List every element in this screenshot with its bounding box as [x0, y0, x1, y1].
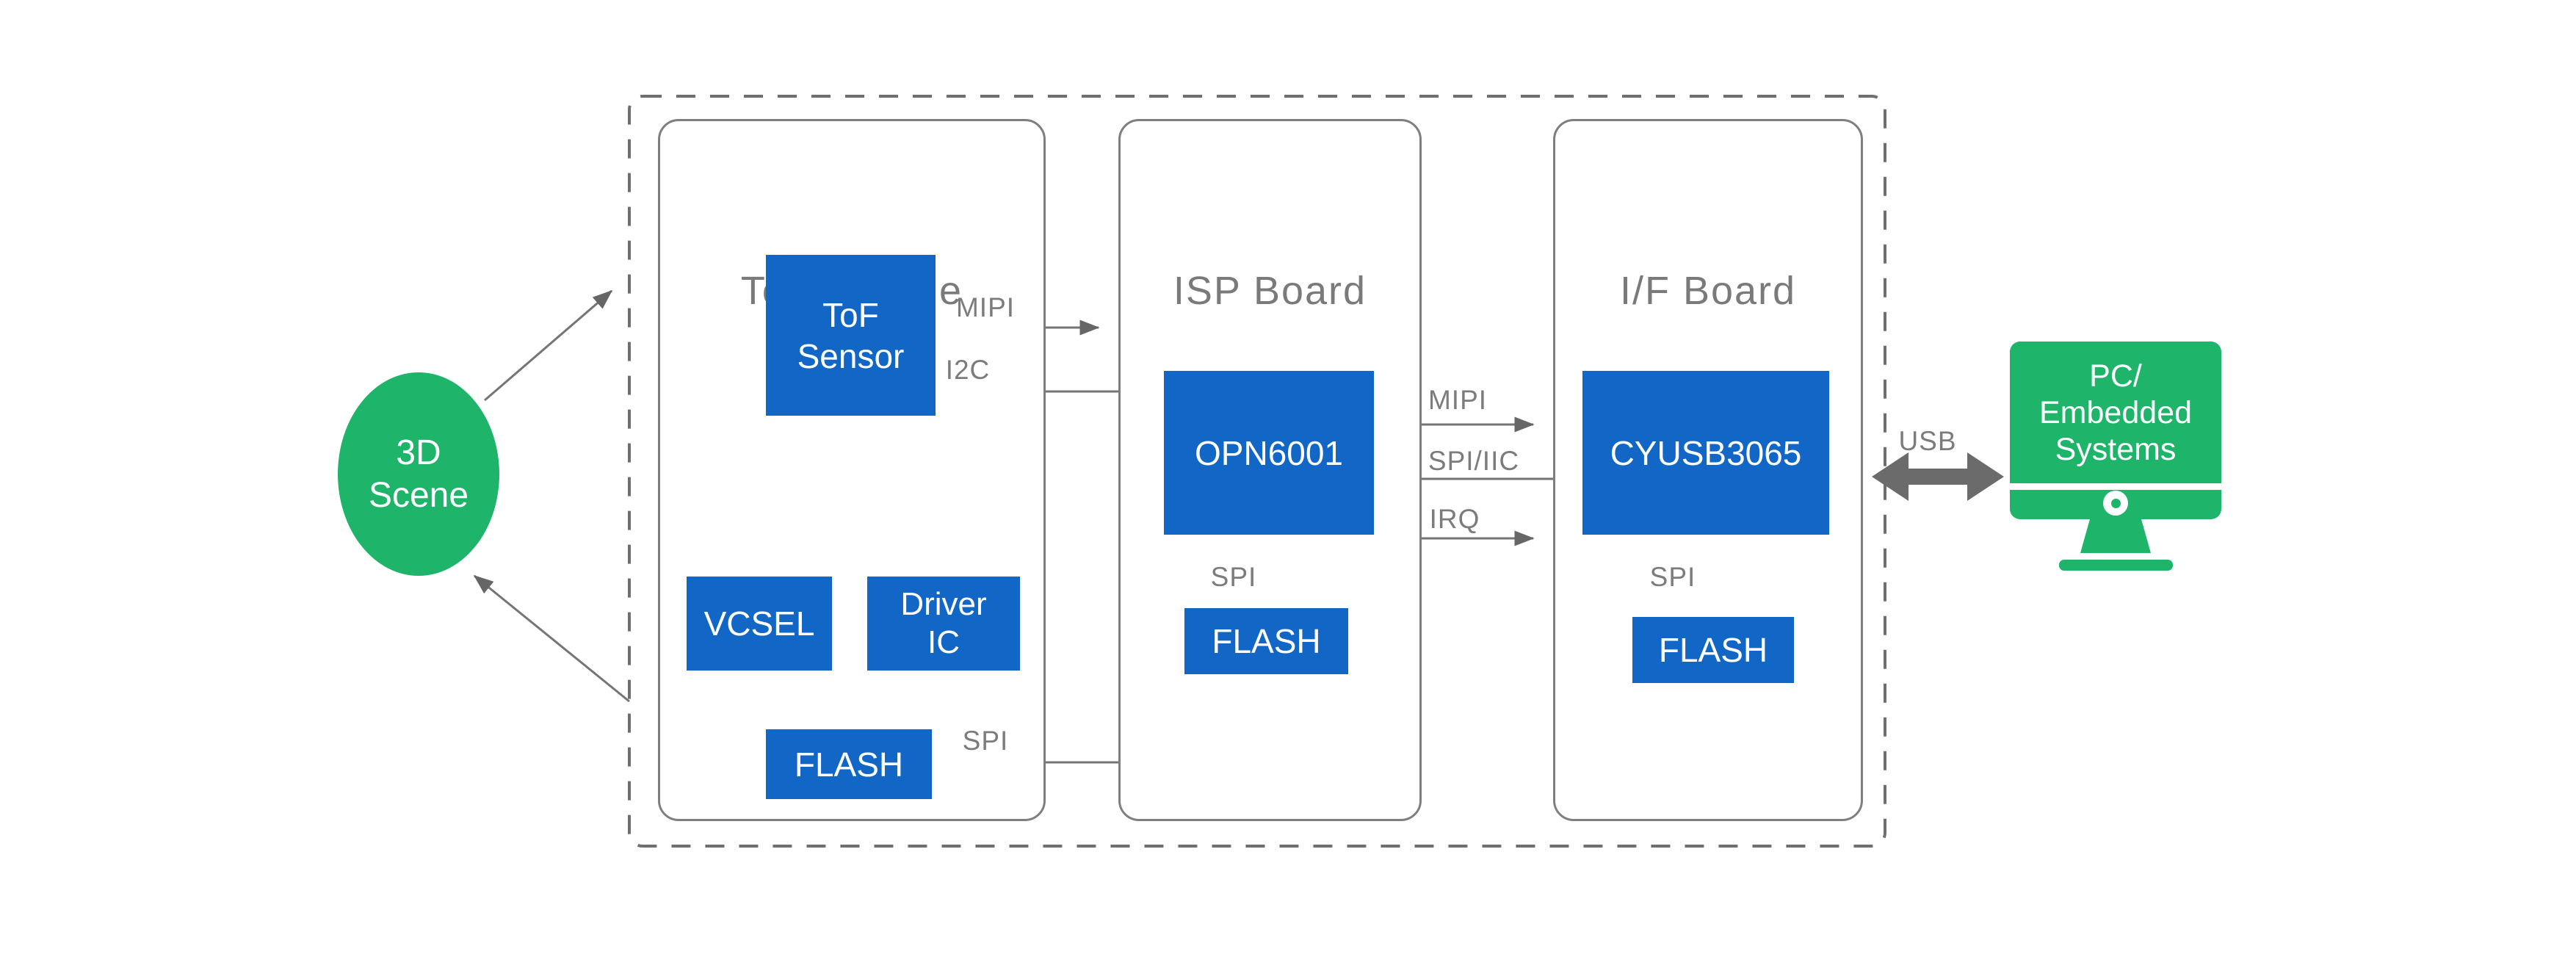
- module-to-scene-arrow: [473, 574, 630, 703]
- tof-sensor-line1: ToF: [822, 295, 879, 334]
- tof-sensor-line2: Sensor: [797, 336, 905, 375]
- monitor-screen: PC/ Embedded Systems: [2010, 342, 2221, 519]
- board-if: I/F Board CYUSB3065 FLASH: [1553, 119, 1863, 821]
- label-spi-iic: SPI/IIC: [1428, 446, 1520, 476]
- flash-tof-label: FLASH: [794, 745, 904, 784]
- chip-opn6001: OPN6001: [1164, 371, 1374, 535]
- board-isp: ISP Board OPN6001 FLASH: [1118, 119, 1422, 821]
- label-irq: IRQ: [1429, 504, 1480, 534]
- board-tof-module: ToF Module ToF Sensor VCSEL Driver IC FL…: [658, 119, 1046, 821]
- label-spi-if: SPI: [1649, 562, 1696, 592]
- driver-ic-line1: Driver: [900, 586, 987, 622]
- chip-driver-ic: Driver IC: [867, 577, 1020, 671]
- board-title-if: I/F Board: [1619, 269, 1797, 313]
- label-spi-tof: SPI: [962, 726, 1009, 756]
- flash-isp-label: FLASH: [1212, 622, 1321, 660]
- chip-flash-if: FLASH: [1632, 617, 1794, 683]
- monitor-button-icon: [2103, 491, 2128, 516]
- scene-node: 3D Scene: [338, 372, 499, 576]
- scene-label-line2: Scene: [368, 475, 469, 515]
- label-mipi-sensor: MIPI: [955, 292, 1016, 322]
- label-i2c: I2C: [945, 355, 991, 385]
- opn6001-label: OPN6001: [1194, 433, 1343, 472]
- label-spi-isp: SPI: [1210, 562, 1257, 592]
- label-usb: USB: [1898, 426, 1957, 456]
- chip-vcsel: VCSEL: [687, 577, 832, 671]
- pc-label: PC/ Embedded Systems: [2010, 358, 2221, 468]
- driver-ic-line2: IC: [927, 624, 960, 660]
- monitor-stand: [2080, 519, 2151, 553]
- label-mipi-isp: MIPI: [1428, 385, 1488, 415]
- monitor-divider: [2010, 483, 2221, 490]
- vcsel-label: VCSEL: [703, 604, 815, 643]
- scene-label-line1: 3D: [396, 433, 441, 472]
- cyusb3065-label: CYUSB3065: [1610, 433, 1802, 472]
- monitor-base: [2059, 560, 2173, 571]
- usb-bidirectional-arrow: [1872, 452, 2004, 501]
- chip-cyusb3065: CYUSB3065: [1582, 371, 1829, 535]
- pc-label-line2: Embedded: [2039, 395, 2192, 430]
- chip-flash-isp: FLASH: [1184, 608, 1348, 674]
- flash-if-label: FLASH: [1658, 631, 1768, 669]
- scene-to-module-arrow: [484, 289, 613, 402]
- pc-label-line3: Systems: [2055, 432, 2177, 467]
- board-title-isp: ISP Board: [1173, 269, 1367, 313]
- pc-label-line1: PC/: [2089, 358, 2142, 394]
- chip-flash-tof: FLASH: [766, 729, 932, 799]
- chip-tof-sensor: ToF Sensor: [766, 255, 936, 416]
